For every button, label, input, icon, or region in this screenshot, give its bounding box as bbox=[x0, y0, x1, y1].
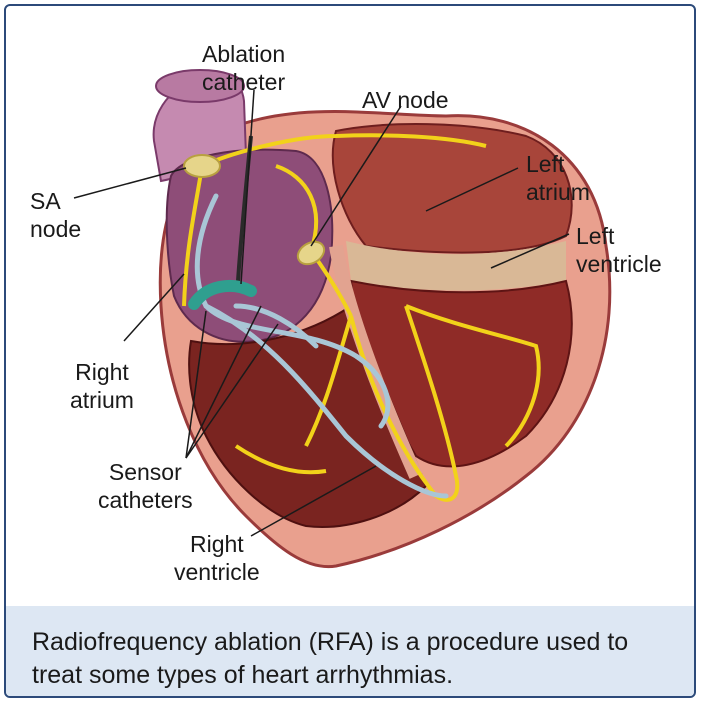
figure-card: Ablation catheter AV node SA node Left a… bbox=[4, 4, 696, 698]
caption-box: Radiofrequency ablation (RFA) is a proce… bbox=[6, 606, 696, 698]
label-right-ventricle: Right ventricle bbox=[174, 530, 260, 586]
sa-node bbox=[184, 155, 220, 177]
label-av-node: AV node bbox=[362, 86, 449, 114]
label-left-atrium: Left atrium bbox=[526, 150, 590, 206]
label-sa-node: SA node bbox=[30, 187, 81, 243]
heart-diagram: Ablation catheter AV node SA node Left a… bbox=[6, 6, 696, 604]
label-ablation-catheter: Ablation catheter bbox=[202, 40, 285, 96]
label-right-atrium: Right atrium bbox=[70, 358, 134, 414]
label-sensor-catheters: Sensor catheters bbox=[98, 458, 193, 514]
caption-text: Radiofrequency ablation (RFA) is a proce… bbox=[32, 626, 682, 692]
label-left-ventricle: Left ventricle bbox=[576, 222, 662, 278]
heart-illustration bbox=[6, 6, 696, 604]
